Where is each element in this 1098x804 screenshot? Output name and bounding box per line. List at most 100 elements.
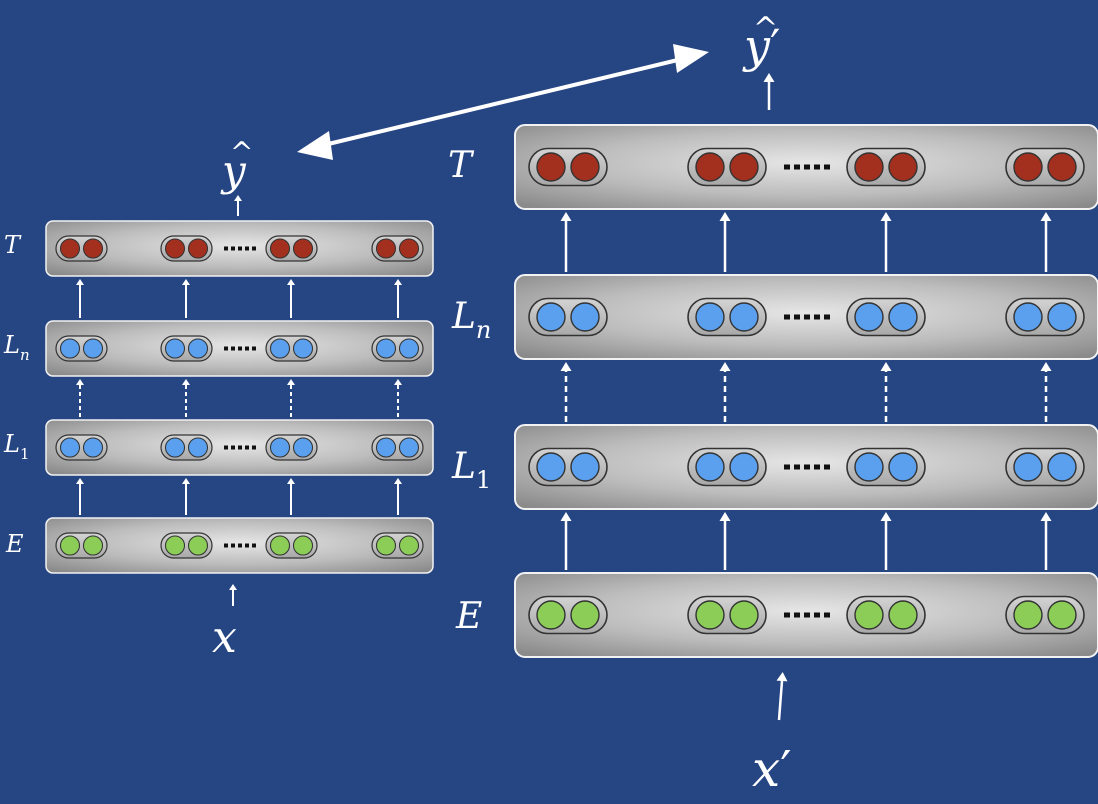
dashed-arrow xyxy=(182,379,190,417)
arrow xyxy=(229,584,237,606)
large-model-labels: T Ln L1 E xyxy=(448,145,491,637)
unit-circle xyxy=(729,600,759,630)
unit-circle xyxy=(1013,600,1043,630)
unit-circle xyxy=(398,238,420,259)
layer-3 xyxy=(45,419,434,476)
large-output-label: y′ xyxy=(742,19,780,73)
unit-circle xyxy=(888,152,918,182)
arrow-head xyxy=(76,478,84,484)
unit-circle xyxy=(1013,452,1043,482)
arrow-head xyxy=(234,195,242,201)
large-layer-label-e: E xyxy=(455,596,482,637)
unit-circle xyxy=(269,437,291,458)
arrow xyxy=(1040,512,1052,570)
arrow-head xyxy=(182,279,190,285)
unit-circle xyxy=(536,302,566,332)
unit-circle xyxy=(164,238,186,259)
unit-circle xyxy=(1047,302,1077,332)
large-layer-label-l1: L1 xyxy=(451,446,491,494)
arrow-head xyxy=(560,512,572,521)
arrow-head xyxy=(880,362,892,371)
arrow xyxy=(287,279,295,318)
large-layer-label-ln: Ln xyxy=(451,296,491,344)
arrowhead-left xyxy=(297,131,333,160)
unit-circle xyxy=(854,452,884,482)
unit-circle xyxy=(729,152,759,182)
unit-circle xyxy=(695,302,725,332)
small-layer-label-ln: Ln xyxy=(3,331,30,364)
unit-circle xyxy=(536,452,566,482)
arrow xyxy=(394,279,402,318)
unit-circle xyxy=(888,302,918,332)
unit-circle xyxy=(1047,600,1077,630)
large-layer-label-t: T xyxy=(448,145,475,186)
unit-circle xyxy=(59,535,81,556)
unit-circle xyxy=(375,437,397,458)
arrow-head xyxy=(287,379,295,385)
unit-circle xyxy=(82,238,104,259)
arrow-head xyxy=(560,362,572,371)
unit-circle xyxy=(729,452,759,482)
arrowhead-right xyxy=(673,44,709,73)
dashed-arrow xyxy=(394,379,402,417)
unit-circle xyxy=(164,437,186,458)
unit-circle xyxy=(59,338,81,359)
arrow xyxy=(394,478,402,515)
arrow-head xyxy=(229,584,237,590)
large-input-label: x′ xyxy=(752,740,792,798)
unit-circle xyxy=(1047,452,1077,482)
arrow xyxy=(182,478,190,515)
arrow xyxy=(287,478,295,515)
unit-circle xyxy=(398,535,420,556)
unit-circle xyxy=(269,535,291,556)
unit-circle xyxy=(375,535,397,556)
unit-circle xyxy=(888,452,918,482)
small-layer-label-t: T xyxy=(4,231,22,259)
arrow-head xyxy=(776,672,788,682)
unit-circle xyxy=(375,238,397,259)
unit-circle xyxy=(187,238,209,259)
arrow-head xyxy=(1040,362,1052,371)
unit-circle xyxy=(536,600,566,630)
large-output-hat: ^ xyxy=(753,11,778,46)
arrow-head xyxy=(560,212,572,221)
dashed-arrow xyxy=(719,362,731,422)
unit-circle xyxy=(570,152,600,182)
arrow xyxy=(76,478,84,515)
small-layer-label-e: E xyxy=(5,530,24,558)
unit-circle xyxy=(292,437,314,458)
arrow xyxy=(560,212,572,272)
unit-circle xyxy=(1013,302,1043,332)
dashed-arrow xyxy=(560,362,572,422)
unit-circle xyxy=(536,152,566,182)
arrow-head xyxy=(182,478,190,484)
arrow-head xyxy=(182,379,190,385)
unit-circle xyxy=(187,535,209,556)
unit-circle xyxy=(187,338,209,359)
arrow-head xyxy=(880,212,892,221)
unit-circle xyxy=(269,238,291,259)
unit-circle xyxy=(1047,152,1077,182)
layer-1 xyxy=(45,220,434,277)
unit-circle xyxy=(398,338,420,359)
unit-circle xyxy=(82,338,104,359)
unit-circle xyxy=(59,437,81,458)
unit-circle xyxy=(82,437,104,458)
arrow xyxy=(182,279,190,318)
dashed-arrow xyxy=(1040,362,1052,422)
arrow-head xyxy=(1040,212,1052,221)
unit-circle xyxy=(292,338,314,359)
output-connector-arrow xyxy=(297,44,709,160)
unit-circle xyxy=(164,535,186,556)
small-output-label: y xyxy=(220,146,247,195)
unit-circle xyxy=(570,302,600,332)
arrow xyxy=(1040,212,1052,272)
arrow-head xyxy=(1040,512,1052,521)
unit-circle xyxy=(398,437,420,458)
unit-circle xyxy=(292,238,314,259)
layer-3 xyxy=(514,424,1098,510)
arrow-head xyxy=(719,212,731,221)
arrow-head xyxy=(880,512,892,521)
